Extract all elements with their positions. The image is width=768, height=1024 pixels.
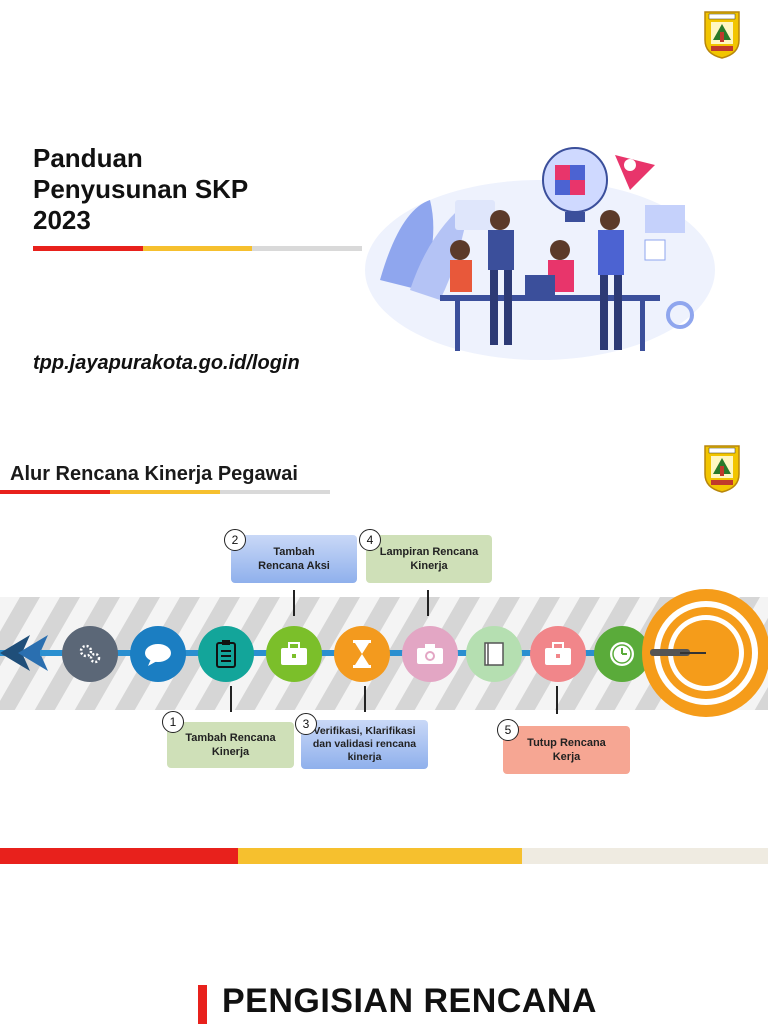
logo-emblem	[703, 10, 741, 60]
arrow-tail-icon	[0, 630, 64, 676]
book-icon	[466, 626, 522, 682]
title-line-1: Panduan	[33, 143, 143, 173]
camera-icon	[402, 626, 458, 682]
clipboard-icon	[198, 626, 254, 682]
connector-line	[427, 590, 429, 616]
step-number-2: 2	[224, 529, 246, 551]
gears-icon	[62, 626, 118, 682]
step-box-1: Tambah Rencana Kinerja	[167, 722, 294, 768]
connector-line	[293, 590, 295, 616]
step-box-2: Tambah Rencana Aksi	[231, 535, 357, 583]
chat-bubble-icon	[130, 626, 186, 682]
step-number-3: 3	[295, 713, 317, 735]
section-heading: PENGISIAN RENCANA	[222, 982, 597, 1020]
title-line-3: 2023	[33, 205, 91, 235]
step-number-4: 4	[359, 529, 381, 551]
briefcase-icon-2	[530, 626, 586, 682]
clock-icon	[594, 626, 650, 682]
step-number-5: 5	[497, 719, 519, 741]
logo-emblem-2	[703, 444, 741, 494]
hourglass-icon	[334, 626, 390, 682]
step-number-1: 1	[162, 711, 184, 733]
step-box-4: Lampiran Rencana Kinerja	[366, 535, 492, 583]
connector-line	[556, 686, 558, 714]
connector-line	[230, 686, 232, 712]
login-url[interactable]: tpp.jayapurakota.go.id/login	[33, 352, 300, 374]
title-line-2: Penyusunan SKP	[33, 174, 249, 204]
teamwork-illustration	[360, 120, 720, 360]
heading-accent-bar	[198, 985, 207, 1024]
step-label-4: Lampiran Rencana Kinerja	[379, 546, 479, 572]
step-label-1: Tambah Rencana Kinerja	[185, 732, 276, 758]
step-box-5: Tutup Rencana Kerja	[503, 726, 630, 774]
step-label-5: Tutup Rencana Kerja	[527, 737, 606, 763]
flow-heading: Alur Rencana Kinerja Pegawai	[10, 463, 298, 485]
briefcase-icon	[266, 626, 322, 682]
step-label-3: Verifikasi, Klarifikasi dan validasi ren…	[312, 725, 417, 763]
page-title: Panduan Penyusunan SKP 2023	[33, 143, 248, 236]
step-box-3: Verifikasi, Klarifikasi dan validasi ren…	[301, 720, 428, 769]
target-icon	[640, 584, 768, 722]
step-label-2: Tambah Rencana Aksi	[258, 546, 330, 572]
connector-line	[364, 686, 366, 712]
